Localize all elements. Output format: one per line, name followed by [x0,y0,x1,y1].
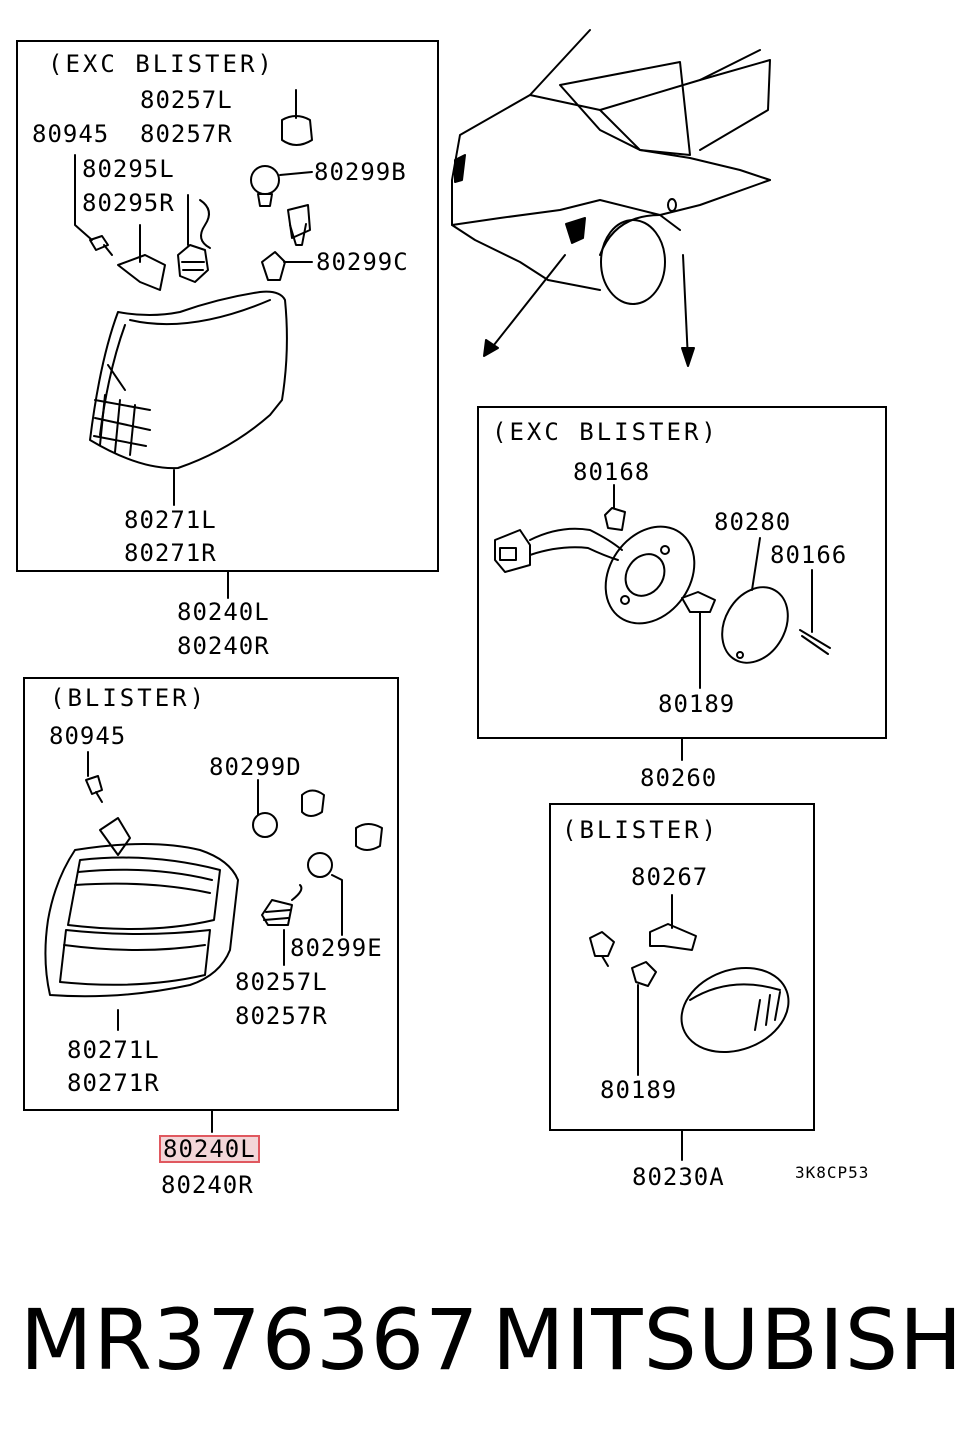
part-label-80257R: 80257R [235,1002,328,1030]
side-turn-lamp-drawing [495,485,830,688]
panel-4-header: (BLISTER) [562,816,720,844]
assembly-label-80260: 80260 [640,764,718,792]
front-combination-lamp-drawing [75,90,312,505]
figure-code: 3K8CP53 [795,1163,870,1182]
panel-2-header: (EXC BLISTER) [492,418,719,446]
part-label-80271R: 80271R [124,539,217,567]
part-label-80271R: 80271R [67,1069,160,1097]
part-label-80267: 80267 [631,863,709,891]
part-label-80299C: 80299C [316,248,409,276]
part-label-80945: 80945 [32,120,110,148]
part-label-80945: 80945 [49,722,127,750]
part-label-80257L: 80257L [235,968,328,996]
panel-blister-side-lamp [549,803,815,1131]
part-label-80168: 80168 [573,458,651,486]
part-label-80271L: 80271L [124,506,217,534]
assembly-label-80230A: 80230A [632,1163,725,1191]
part-label-80295L: 80295L [82,155,175,183]
part-label-80295R: 80295R [82,189,175,217]
car-illustration [452,30,770,366]
panel-exc-blister-side-turn-lamp [477,406,887,739]
panel-exc-blister-combination-lamp [16,40,439,572]
panel-blister-combination-lamp [23,677,399,1111]
blister-side-lamp-drawing [590,895,800,1075]
panel-1-header: (EXC BLISTER) [48,50,275,78]
part-label-80271L: 80271L [67,1036,160,1064]
part-label-80257R: 80257R [140,120,233,148]
panel-3-header: (BLISTER) [50,684,208,712]
assembly-label-80240L: 80240L [177,598,270,626]
assembly-label-80240R: 80240R [161,1171,254,1199]
blister-combination-lamp-drawing [45,752,382,1030]
part-label-80189: 80189 [658,690,736,718]
part-number: MR376367 [20,1291,480,1389]
part-label-80299E: 80299E [290,934,383,962]
highlighted-assembly-label-80240L[interactable]: 80240L [159,1135,260,1163]
part-label-80189: 80189 [600,1076,678,1104]
assembly-label-80240R: 80240R [177,632,270,660]
part-label-80280: 80280 [714,508,792,536]
part-label-80299D: 80299D [209,753,302,781]
brand-name: MITSUBISHI [492,1291,960,1389]
part-label-80257L: 80257L [140,86,233,114]
part-label-80299B: 80299B [314,158,407,186]
part-label-80166: 80166 [770,541,848,569]
